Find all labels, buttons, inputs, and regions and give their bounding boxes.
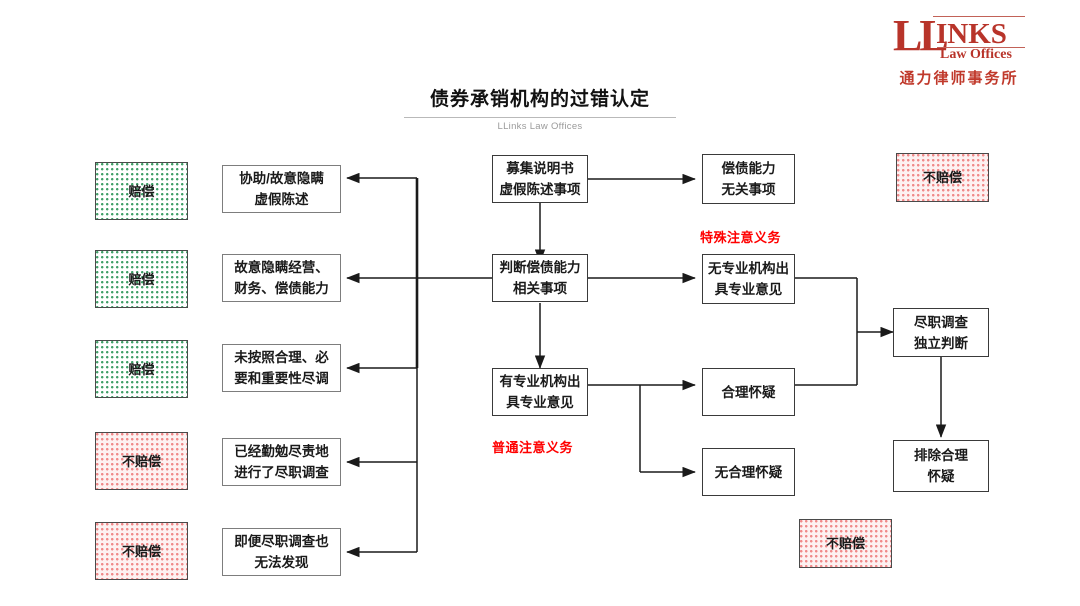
center-node-with-expert-opinion: 有专业机构出 具专业意见 (492, 368, 588, 416)
right-label: 偿债能力 无关事项 (721, 161, 776, 197)
right-label: 合理怀疑 (721, 384, 776, 400)
outcome-label: 赔偿 (128, 271, 155, 287)
farright-label: 尽职调查 独立判断 (914, 314, 968, 351)
conduct-label: 已经勤勉尽责地 进行了尽职调查 (234, 444, 329, 480)
outcome-label: 不赔偿 (825, 536, 865, 551)
right-node-reasonable-doubt: 合理怀疑 (702, 368, 795, 416)
right-node-no-expert-opinion: 无专业机构出 具专业意见 (702, 254, 795, 304)
farright-node-exclude-doubt: 排除合理 怀疑 (893, 440, 989, 492)
center-node-prospectus: 募集说明书 虚假陈述事项 (492, 155, 588, 203)
right-label: 无专业机构出 具专业意见 (708, 261, 789, 297)
title-divider (404, 117, 676, 118)
conduct-node-3: 未按照合理、必 要和重要性尽调 (222, 344, 341, 392)
logo-text-inks: INKS (936, 18, 1007, 50)
outcome-no-compensate-2: 不赔偿 (95, 522, 188, 580)
right-node-unrelated-matters: 偿债能力 无关事项 (702, 154, 795, 204)
outcome-compensate-1: 赔偿 (95, 162, 188, 220)
conduct-label: 协助/故意隐瞒 虚假陈述 (239, 171, 324, 207)
farright-label: 排除合理 怀疑 (914, 448, 968, 484)
outcome-no-compensate-right-bottom: 不赔偿 (799, 519, 892, 568)
center-node-solvency-related: 判断偿债能力 相关事项 (492, 254, 588, 302)
page-subtitle: LLinks Law Offices (497, 121, 583, 132)
conduct-node-2: 故意隐瞒经营、 财务、偿债能力 (222, 254, 341, 302)
logo-rule-top (933, 16, 1025, 17)
right-node-no-reasonable-doubt: 无合理怀疑 (702, 448, 795, 496)
conduct-node-1: 协助/故意隐瞒 虚假陈述 (222, 165, 341, 213)
conduct-node-5: 即便尽职调查也 无法发现 (222, 528, 341, 576)
logo-wordmark: LL INKS Law Offices (893, 14, 1025, 62)
conduct-label: 即便尽职调查也 无法发现 (234, 534, 329, 570)
farright-node-due-diligence: 尽职调查 独立判断 (893, 308, 989, 357)
outcome-label: 不赔偿 (922, 170, 962, 185)
annotation-ordinary-duty: 普通注意义务 (492, 440, 574, 455)
llinks-logo: LL INKS Law Offices 通力律师事务所 (893, 14, 1025, 90)
conduct-label: 故意隐瞒经营、 财务、偿债能力 (234, 260, 329, 296)
logo-rule-mid (937, 47, 1025, 48)
outcome-label: 赔偿 (128, 183, 155, 199)
conduct-label: 未按照合理、必 要和重要性尽调 (234, 350, 329, 386)
outcome-compensate-3: 赔偿 (95, 340, 188, 398)
page-title: 债券承销机构的过错认定 (429, 89, 650, 110)
outcome-label: 不赔偿 (121, 453, 161, 469)
conduct-node-4: 已经勤勉尽责地 进行了尽职调查 (222, 438, 341, 486)
right-label: 无合理怀疑 (714, 464, 783, 480)
center-label: 募集说明书 虚假陈述事项 (499, 161, 581, 197)
outcome-no-compensate-1: 不赔偿 (95, 432, 188, 490)
outcome-label: 赔偿 (128, 361, 155, 377)
logo-text-ll: LL (893, 11, 949, 60)
outcome-compensate-2: 赔偿 (95, 250, 188, 308)
annotation-special-duty: 特殊注意义务 (700, 230, 782, 245)
center-label: 有专业机构出 具专业意见 (499, 374, 581, 410)
outcome-no-compensate-right-top: 不赔偿 (896, 153, 989, 202)
logo-text-law: Law Offices (940, 47, 1012, 62)
center-label: 判断偿债能力 相关事项 (499, 260, 581, 296)
outcome-label: 不赔偿 (121, 543, 161, 559)
logo-text-chinese: 通力律师事务所 (899, 69, 1019, 87)
